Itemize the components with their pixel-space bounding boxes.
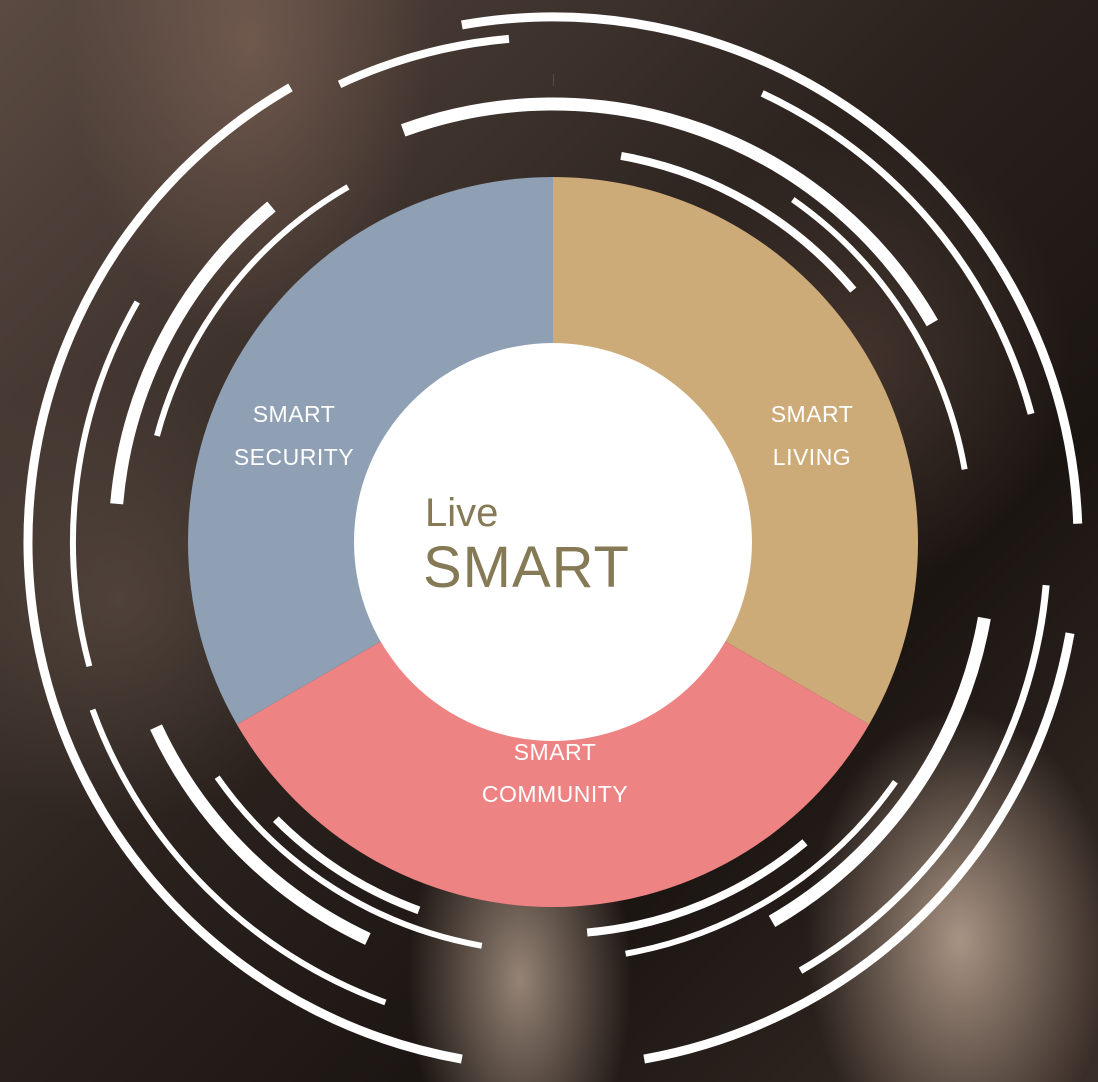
- decorative-rings: [23, 12, 1083, 1064]
- center-title-smart: SMART: [423, 535, 630, 600]
- segment-label-living-line2: LIVING: [773, 444, 851, 470]
- ring-arc: [798, 584, 1050, 974]
- segment-label-security-line2: SECURITY: [234, 444, 354, 470]
- ring-arc: [23, 83, 463, 1064]
- ring-arc: [400, 97, 938, 327]
- ring-arc: [768, 616, 991, 927]
- ring-arc: [110, 201, 276, 505]
- ring-arc: [643, 632, 1075, 1064]
- ring-arc: [150, 724, 371, 945]
- ring-arc: [760, 90, 1035, 415]
- center-circle: [354, 343, 752, 741]
- ring-arc: [586, 839, 808, 937]
- ring-arc: [272, 816, 421, 915]
- ring-arc: [620, 152, 857, 293]
- segment-label-community-line1: SMART: [514, 739, 597, 765]
- ring-arc: [625, 780, 898, 957]
- ring-arc: [214, 775, 483, 949]
- ring-arc: [154, 184, 350, 437]
- segment-label-living-line1: SMART: [771, 401, 854, 427]
- ring-arc: [337, 34, 510, 88]
- ring-arc: [89, 708, 387, 1006]
- ring-arc: [791, 197, 968, 470]
- segment-label-security-line1: SMART: [253, 401, 336, 427]
- ring-arc: [461, 12, 1083, 524]
- center-title-live: Live: [425, 491, 498, 535]
- segment-label-community-line2: COMMUNITY: [482, 781, 628, 807]
- ring-arc: [70, 300, 140, 668]
